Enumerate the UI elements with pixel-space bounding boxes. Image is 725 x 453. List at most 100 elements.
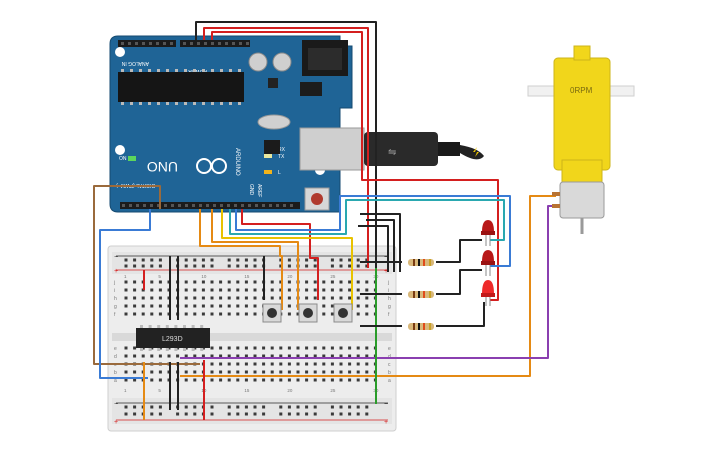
- l293d-driver-chip[interactable]: L293D: [136, 325, 210, 351]
- breadboard-hole[interactable]: [193, 354, 197, 358]
- wire-orange-motor[interactable]: [180, 195, 556, 377]
- breadboard-hole[interactable]: [201, 304, 205, 308]
- rail-hole[interactable]: [348, 258, 352, 262]
- rail-hole[interactable]: [150, 258, 154, 262]
- header-pin[interactable]: [170, 42, 173, 45]
- breadboard-hole[interactable]: [348, 378, 352, 382]
- breadboard-hole[interactable]: [305, 370, 309, 374]
- pushbutton[interactable]: [298, 303, 318, 323]
- header-pin[interactable]: [218, 42, 221, 45]
- breadboard-hole[interactable]: [133, 354, 137, 358]
- breadboard-hole[interactable]: [339, 346, 343, 350]
- rail-hole[interactable]: [305, 412, 309, 416]
- breadboard-hole[interactable]: [339, 370, 343, 374]
- rail-hole[interactable]: [210, 405, 214, 409]
- header-pin[interactable]: [262, 204, 265, 207]
- wire-teal-pin11[interactable]: [229, 199, 505, 241]
- wire-yellow-pin10[interactable]: [221, 209, 353, 310]
- wire-red-5v-top[interactable]: [203, 27, 369, 268]
- breadboard-hole[interactable]: [365, 280, 369, 284]
- breadboard-hole[interactable]: [305, 378, 309, 382]
- breadboard-hole[interactable]: [356, 362, 360, 366]
- rail-hole[interactable]: [184, 412, 188, 416]
- breadboard-hole[interactable]: [219, 370, 223, 374]
- breadboard-hole[interactable]: [158, 312, 162, 316]
- breadboard-hole[interactable]: [184, 296, 188, 300]
- rail-hole[interactable]: [158, 264, 162, 268]
- breadboard-hole[interactable]: [219, 280, 223, 284]
- rail-hole[interactable]: [339, 264, 343, 268]
- rail-hole[interactable]: [184, 264, 188, 268]
- breadboard-hole[interactable]: [210, 288, 214, 292]
- rail-hole[interactable]: [330, 412, 334, 416]
- header-pin[interactable]: [128, 42, 131, 45]
- breadboard-hole[interactable]: [279, 378, 283, 382]
- breadboard-hole[interactable]: [167, 354, 171, 358]
- rail-hole[interactable]: [184, 258, 188, 262]
- breadboard-hole[interactable]: [365, 362, 369, 366]
- leds[interactable]: [481, 220, 495, 306]
- breadboard-hole[interactable]: [322, 312, 326, 316]
- breadboard-hole[interactable]: [296, 362, 300, 366]
- breadboard-hole[interactable]: [219, 362, 223, 366]
- breadboard-hole[interactable]: [150, 378, 154, 382]
- resistor[interactable]: [408, 291, 434, 298]
- rail-hole[interactable]: [193, 264, 197, 268]
- breadboard-hole[interactable]: [227, 296, 231, 300]
- breadboard-hole[interactable]: [262, 370, 266, 374]
- rail-hole[interactable]: [210, 264, 214, 268]
- header-pin[interactable]: [156, 42, 159, 45]
- breadboard-hole[interactable]: [313, 296, 317, 300]
- breadboard-hole[interactable]: [330, 370, 334, 374]
- breadboard-hole[interactable]: [227, 362, 231, 366]
- breadboard-hole[interactable]: [287, 296, 291, 300]
- usb-cable-plug[interactable]: [364, 132, 438, 166]
- breadboard-hole[interactable]: [236, 312, 240, 316]
- breadboard-hole[interactable]: [184, 378, 188, 382]
- rail-hole[interactable]: [244, 264, 248, 268]
- breadboard-hole[interactable]: [279, 346, 283, 350]
- breadboard-hole[interactable]: [262, 378, 266, 382]
- breadboard-hole[interactable]: [227, 346, 231, 350]
- breadboard-hole[interactable]: [150, 280, 154, 284]
- breadboard-hole[interactable]: [244, 280, 248, 284]
- breadboard-hole[interactable]: [219, 304, 223, 308]
- breadboard-hole[interactable]: [339, 362, 343, 366]
- breadboard-hole[interactable]: [219, 378, 223, 382]
- header-pin[interactable]: [197, 42, 200, 45]
- header-pin[interactable]: [150, 204, 153, 207]
- rail-hole[interactable]: [356, 405, 360, 409]
- breadboard-hole[interactable]: [305, 288, 309, 292]
- breadboard-hole[interactable]: [356, 378, 360, 382]
- rail-hole[interactable]: [313, 264, 317, 268]
- breadboard-hole[interactable]: [330, 288, 334, 292]
- header-pin[interactable]: [129, 204, 132, 207]
- breadboard-hole[interactable]: [348, 370, 352, 374]
- breadboard-hole[interactable]: [150, 288, 154, 292]
- breadboard-hole[interactable]: [133, 378, 137, 382]
- breadboard-hole[interactable]: [253, 370, 257, 374]
- breadboard-hole[interactable]: [356, 346, 360, 350]
- breadboard-hole[interactable]: [305, 280, 309, 284]
- motor-gearbox[interactable]: [553, 57, 611, 171]
- breadboard-hole[interactable]: [348, 280, 352, 284]
- pushbutton[interactable]: [262, 303, 282, 323]
- header-pin[interactable]: [255, 204, 258, 207]
- rail-hole[interactable]: [124, 264, 128, 268]
- breadboard-hole[interactable]: [305, 354, 309, 358]
- rail-hole[interactable]: [236, 405, 240, 409]
- rail-hole[interactable]: [158, 405, 162, 409]
- breadboard-hole[interactable]: [270, 280, 274, 284]
- breadboard-hole[interactable]: [141, 296, 145, 300]
- breadboard-hole[interactable]: [133, 280, 137, 284]
- breadboard-hole[interactable]: [365, 346, 369, 350]
- rail-hole[interactable]: [287, 264, 291, 268]
- breadboard-hole[interactable]: [210, 296, 214, 300]
- breadboard-hole[interactable]: [287, 378, 291, 382]
- header-pin[interactable]: [234, 204, 237, 207]
- breadboard-hole[interactable]: [193, 288, 197, 292]
- breadboard-hole[interactable]: [158, 304, 162, 308]
- breadboard-hole[interactable]: [141, 354, 145, 358]
- resistor[interactable]: [408, 259, 434, 266]
- breadboard-hole[interactable]: [330, 354, 334, 358]
